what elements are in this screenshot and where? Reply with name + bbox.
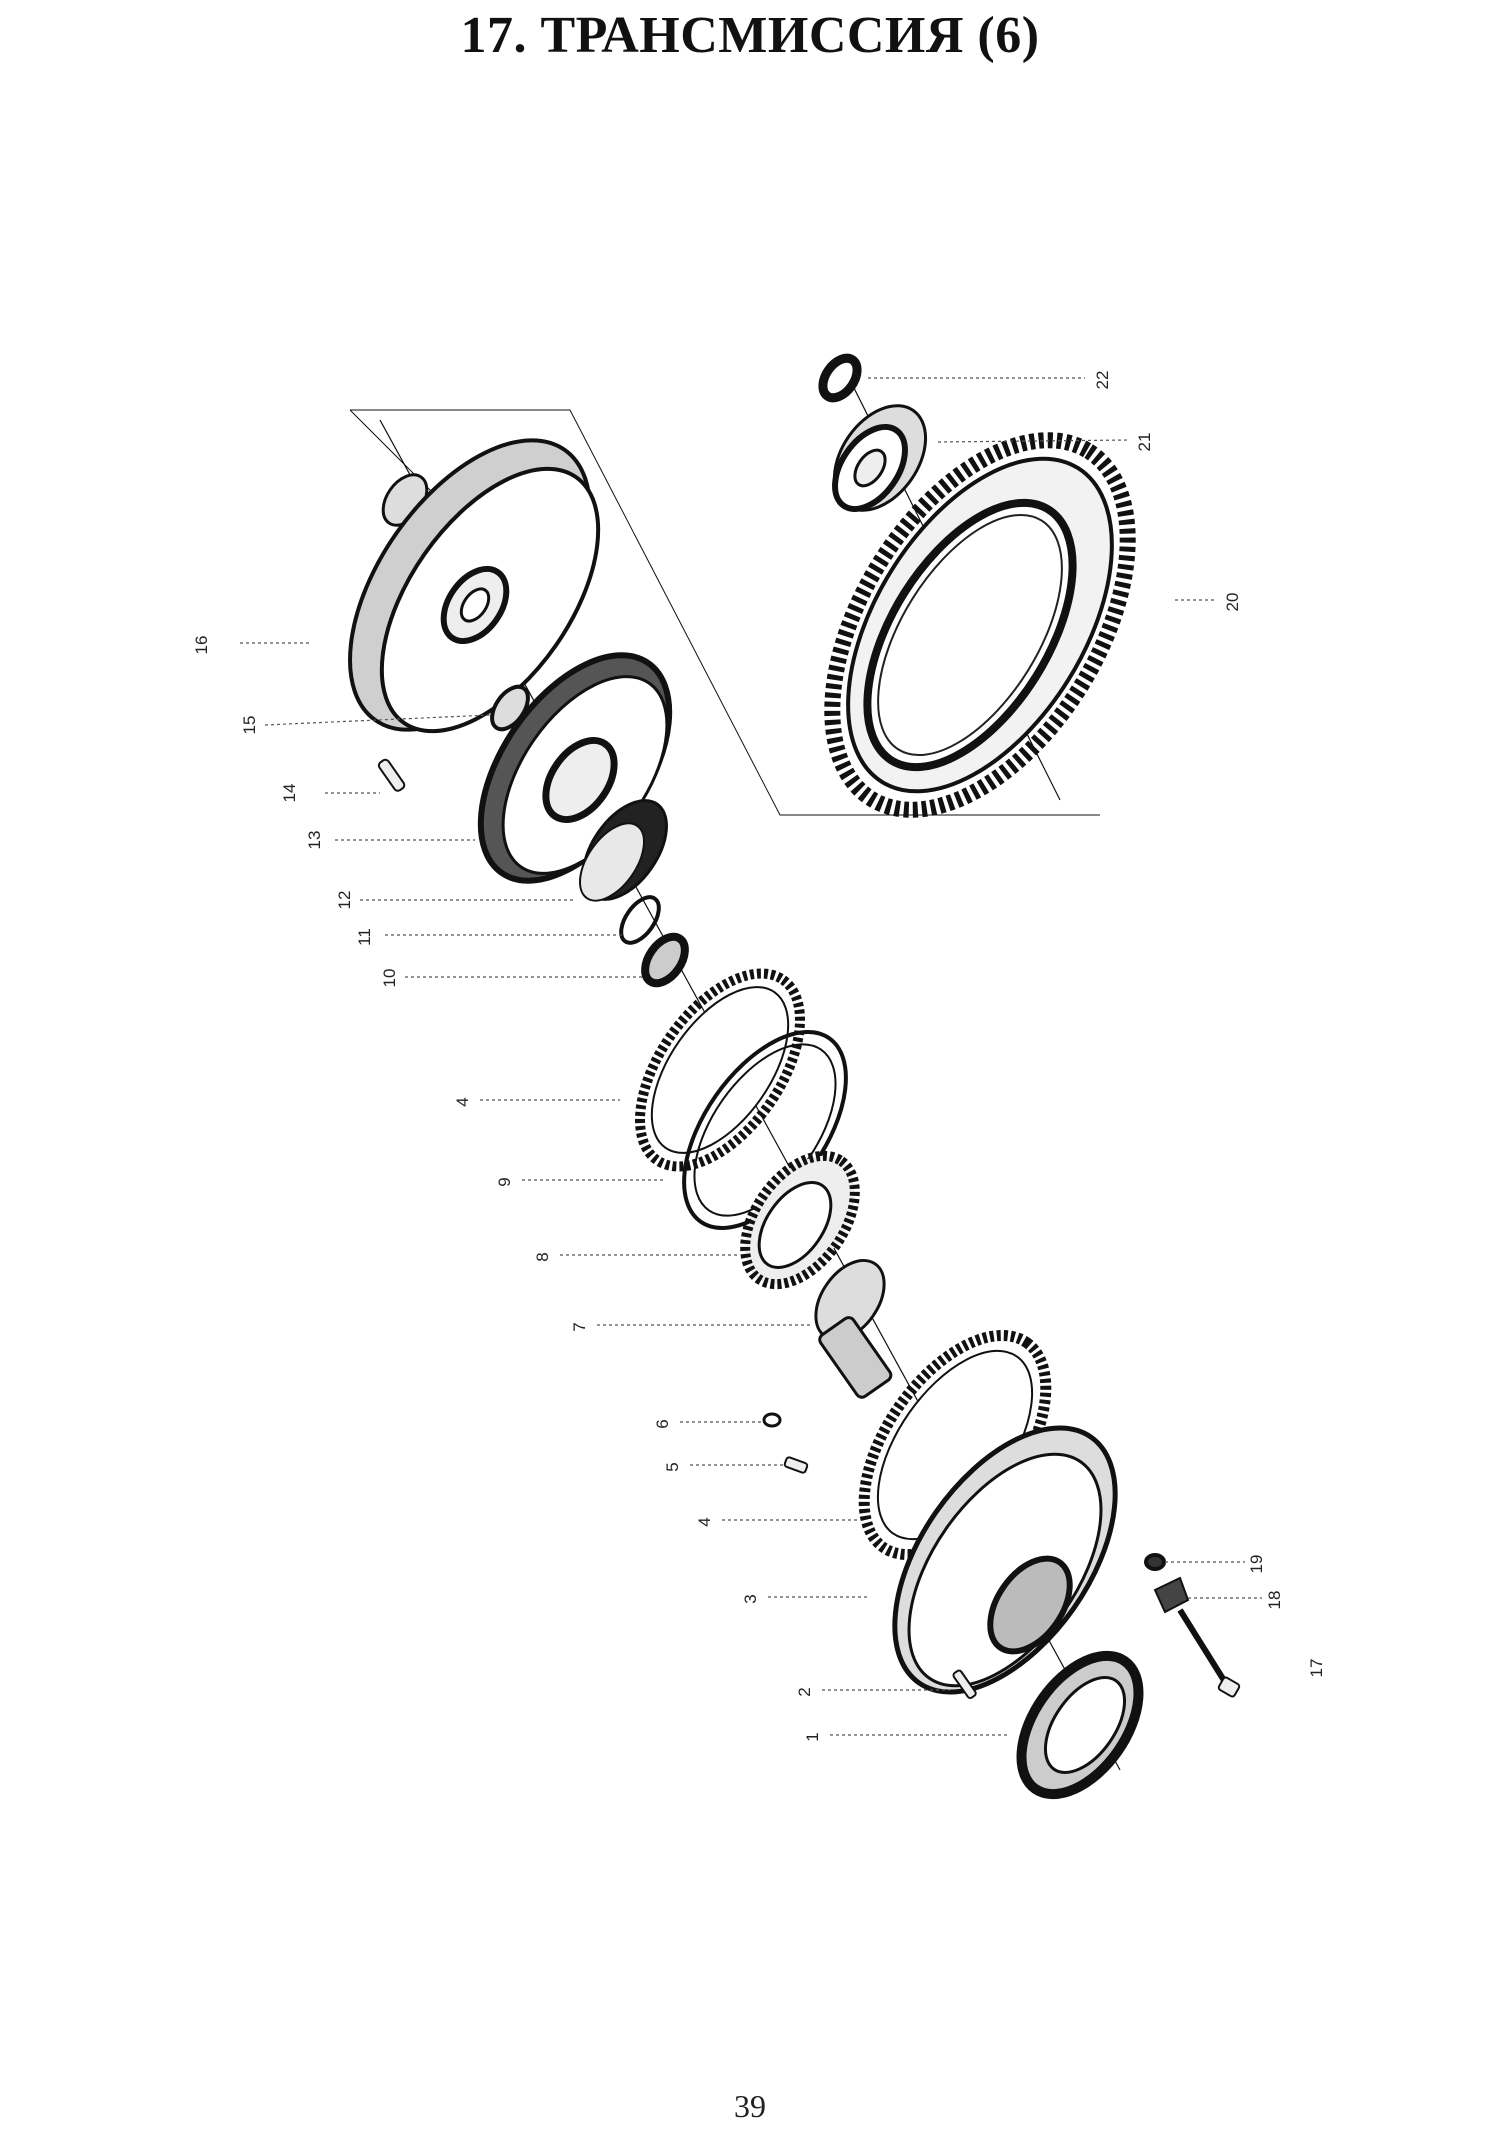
callout-16: 16: [192, 636, 211, 655]
part-18-plate: [1153, 1576, 1190, 1614]
callout-4-lower: 4: [695, 1517, 714, 1526]
callout-7: 7: [570, 1322, 589, 1331]
callout-8: 8: [533, 1252, 552, 1261]
callout-1: 1: [803, 1732, 822, 1741]
callout-12: 12: [335, 891, 354, 910]
callout-15: 15: [240, 716, 259, 735]
callout-10: 10: [380, 969, 399, 988]
part-21-bearing: [832, 404, 928, 512]
callout-4-upper: 4: [453, 1097, 472, 1106]
callout-labels: 22 21 20 16 15 14 13 12 11 10 4 9 8 7 6 …: [192, 371, 1326, 1742]
callout-18: 18: [1265, 1591, 1284, 1610]
callout-21: 21: [1135, 433, 1154, 452]
callout-14: 14: [280, 784, 299, 803]
callout-20: 20: [1223, 593, 1242, 612]
callout-3: 3: [741, 1594, 760, 1603]
callout-6: 6: [653, 1419, 672, 1428]
part-22-ring: [818, 353, 862, 403]
callout-5: 5: [663, 1462, 682, 1471]
part-6-washer: [762, 1412, 782, 1428]
callout-17: 17: [1307, 1659, 1326, 1678]
page-number: 39: [734, 2088, 766, 2124]
callout-19: 19: [1247, 1555, 1266, 1574]
part-4-friction-disc-upper: [635, 968, 805, 1172]
callout-13: 13: [305, 831, 324, 850]
callout-9: 9: [495, 1177, 514, 1186]
part-3-brake-housing: [892, 1425, 1118, 1695]
part-17-bolt: [1177, 1608, 1241, 1698]
part-10-bushing: [641, 932, 689, 988]
callout-22: 22: [1093, 371, 1112, 390]
part-11-snap-ring: [619, 895, 661, 945]
page-title: 17. ТРАНСМИССИЯ (6): [460, 7, 1040, 64]
part-20-ring-gear: [824, 432, 1136, 818]
part-1-bearing: [1016, 1650, 1144, 1800]
part-8-gear: [740, 1150, 860, 1290]
callout-2: 2: [795, 1687, 814, 1696]
part-5-bolt: [783, 1456, 809, 1474]
leader-lines: [240, 377, 1262, 1736]
part-2-pin: [952, 1669, 977, 1699]
part-12-cone: [579, 799, 668, 902]
part-7-hub-shaft: [814, 1259, 893, 1399]
part-19-nut: [1144, 1553, 1166, 1571]
part-14-pin: [377, 758, 406, 792]
callout-11: 11: [355, 928, 374, 946]
